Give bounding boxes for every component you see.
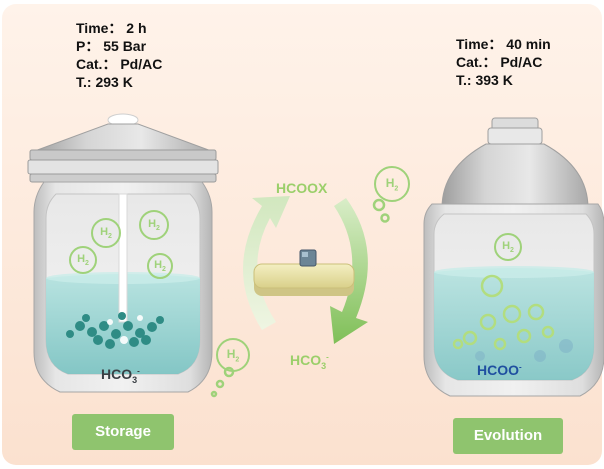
evolution-species-label: HCOO- [477, 362, 522, 378]
storage-species-label: HCO3- [101, 366, 140, 385]
h2-bubble-sub: 2 [162, 266, 166, 274]
h2-bubble: H2 [216, 338, 250, 372]
evolution-species-main: HCOO [477, 362, 519, 378]
evolution-temperature: T.: 393 K [456, 72, 513, 88]
h2-bubble-text: H [226, 347, 236, 361]
evolution-tag: Evolution [453, 418, 563, 454]
h2-bubble-sub: 2 [156, 225, 160, 233]
storage-species-main: HCO [101, 366, 133, 382]
cycle-bottom-sub: 3 [321, 360, 327, 371]
h2-bubble: H2 [147, 253, 173, 279]
h2-bubble: H2 [494, 233, 522, 261]
arrow-down-right [330, 198, 368, 344]
cycle-bottom-main: HCO [290, 352, 322, 368]
h2-bubble-sub: 2 [394, 185, 399, 193]
evolution-species-sup: - [519, 362, 522, 372]
storage-vessel [27, 113, 219, 393]
h2-bubble-sub: 2 [108, 233, 112, 241]
cycle-bottom-sup: - [326, 352, 329, 362]
h2-bubble-text: H [77, 253, 86, 265]
evolution-vessel [423, 117, 604, 397]
h2-bubble-sub: 2 [235, 356, 240, 364]
evolution-conditions: Time： 40 min Cat.： Pd/AC T.: 393 K [456, 35, 551, 89]
h2-bubble-sub: 2 [510, 247, 514, 255]
cycle-arrows [243, 196, 368, 344]
h2-bubble: H2 [91, 218, 121, 248]
h2-bubble: H2 [139, 210, 169, 240]
storage-pressure: P： 55 Bar [76, 38, 147, 54]
storage-catalyst: Cat.： Pd/AC [76, 56, 163, 72]
arrow-up-left [243, 196, 290, 330]
storage-species-sup: - [137, 366, 140, 376]
h2-bubble: H2 [374, 166, 410, 202]
cycle-bottom-label: HCO3- [290, 352, 329, 371]
storage-time: Time： 2 h [76, 20, 147, 36]
h2-bubble-text: H [100, 226, 109, 238]
evolution-catalyst: Cat.： Pd/AC [456, 54, 543, 70]
storage-temperature: T.: 293 K [76, 74, 133, 90]
h2-bubble-sub: 2 [85, 260, 89, 268]
storage-tag: Storage [72, 414, 174, 450]
h2-bubble-text: H [148, 218, 157, 230]
storage-species-sub: 3 [132, 374, 138, 385]
h2-bubble-text: H [385, 176, 395, 190]
h2-bubble-text: H [502, 240, 511, 252]
cycle-top-label: HCOOX [276, 180, 328, 196]
h2-bubble: H2 [69, 246, 97, 274]
storage-conditions: Time： 2 h P： 55 Bar Cat.： Pd/AC T.: 293 … [76, 19, 162, 91]
evolution-time: Time： 40 min [456, 36, 551, 52]
gas-bubbles [452, 274, 555, 351]
catalyst-pad [253, 249, 355, 296]
h2-bubble-text: H [154, 259, 163, 271]
catalyst-particles [66, 312, 164, 349]
